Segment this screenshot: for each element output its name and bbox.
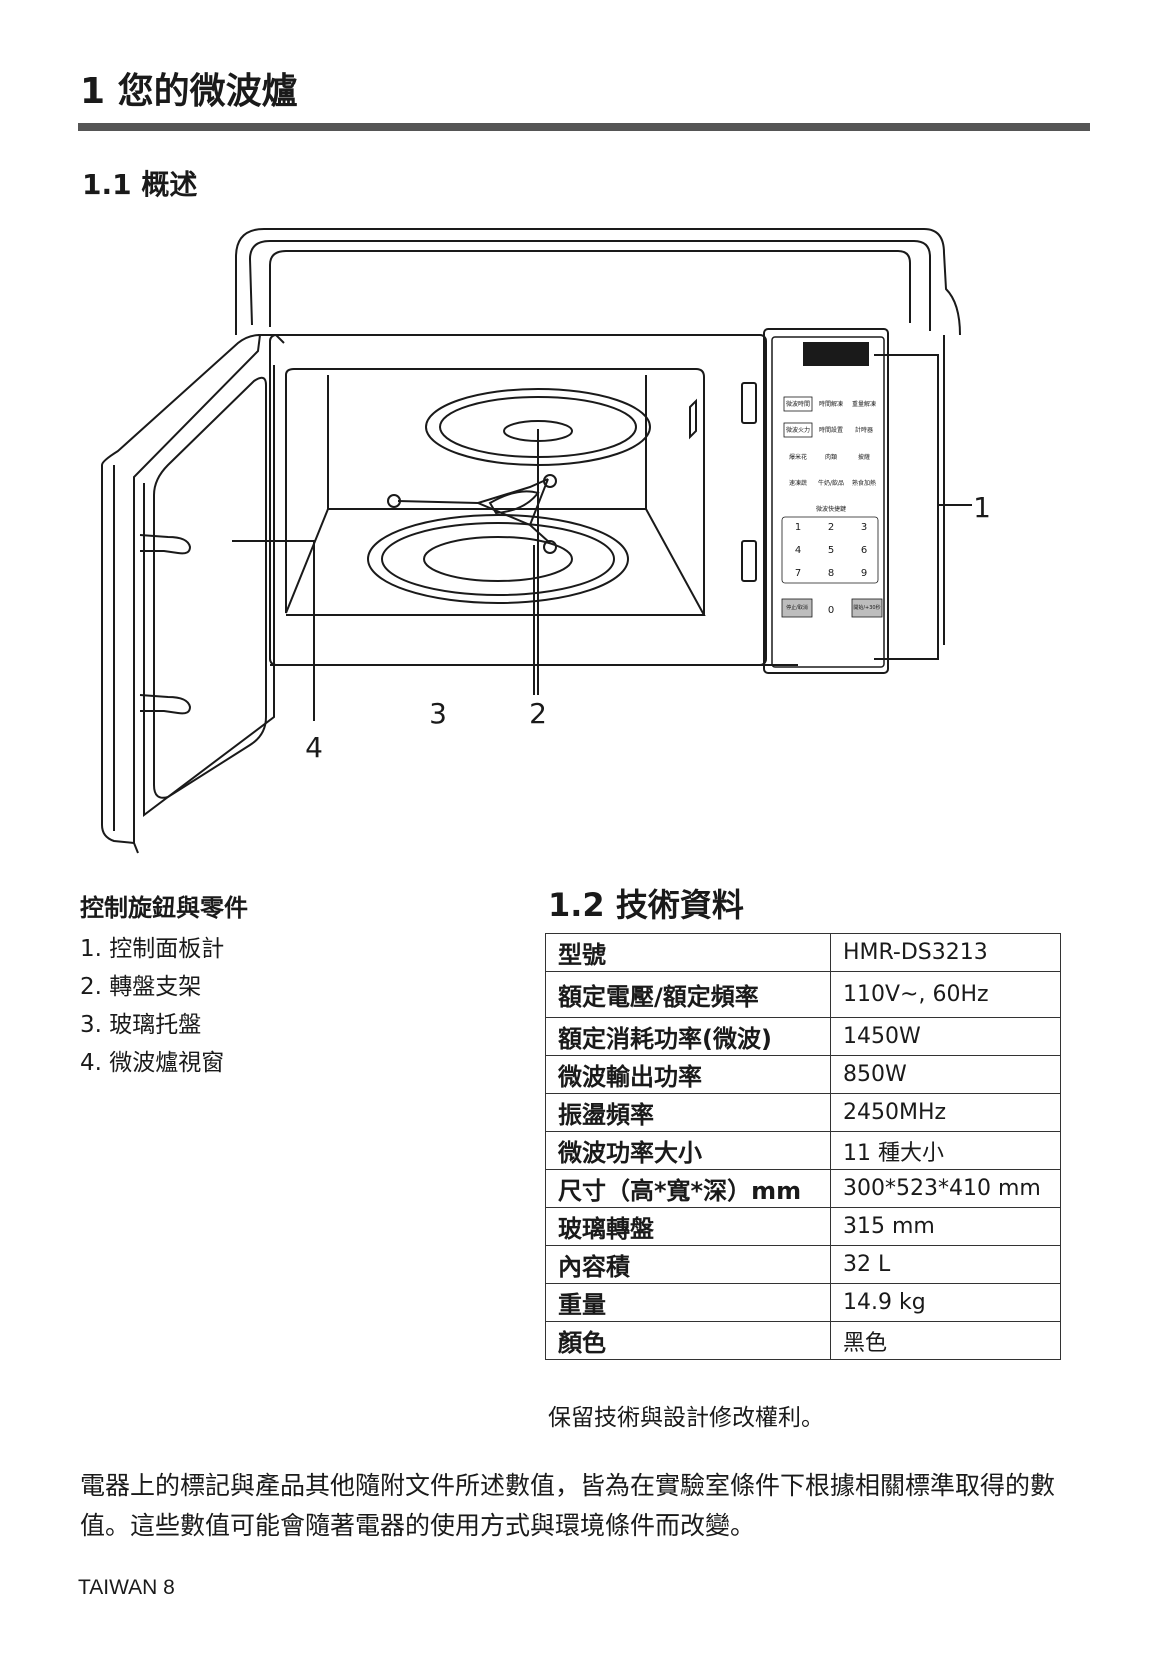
key-6: 6 <box>861 545 867 556</box>
table-row: 顏色黑色 <box>545 1321 1061 1360</box>
key-9: 9 <box>861 568 867 579</box>
cavity-back-wall <box>285 368 705 615</box>
panel-label-beverage: 牛奶/飲品 <box>818 479 844 487</box>
disclaimer: 電器上的標記與產品其他隨附文件所述數值，皆為在實驗室條件下根據相關標準取得的數值… <box>80 1471 1056 1540</box>
control-panel: 微波時間 時間解凍 重量解凍 微波火力 時間設置 計時器 爆米花 肉類 披薩 速… <box>763 328 889 674</box>
leader-1 <box>874 354 972 660</box>
microwave-diagram: 微波時間 時間解凍 重量解凍 微波火力 時間設置 計時器 爆米花 肉類 披薩 速… <box>101 228 991 854</box>
panel-label-pizza: 披薩 <box>858 453 870 461</box>
panel-label-timer: 計時器 <box>855 426 873 434</box>
panel-label-time-defrost: 時間解凍 <box>819 400 843 408</box>
start-key <box>851 598 883 618</box>
spec-value: 11 種大小 <box>830 1131 1061 1170</box>
parts-list: 1. 控制面板計 2. 轉盤支架 3. 玻璃托盤 4. 微波爐視窗 <box>80 930 224 1082</box>
panel-label-vegetable: 速凍蔬 <box>789 479 807 487</box>
microwave-door <box>101 333 285 854</box>
spec-value: 110V~, 60Hz <box>830 971 1061 1018</box>
callout-4: 4 <box>305 731 323 764</box>
spec-value: HMR-DS3213 <box>830 933 1061 972</box>
spec-key: 重量 <box>545 1283 831 1322</box>
spec-key: 額定電壓/額定頻率 <box>545 971 831 1018</box>
spec-value: 850W <box>830 1055 1061 1094</box>
parts-heading: 控制旋鈕與零件 <box>80 894 248 922</box>
panel-label-microwave-time: 微波時間 <box>786 400 810 408</box>
chapter-rule <box>78 123 1090 131</box>
spec-value: 黑色 <box>830 1321 1061 1360</box>
spec-value: 2450MHz <box>830 1093 1061 1132</box>
spec-value: 300*523*410 mm <box>830 1169 1061 1208</box>
panel-label-express: 微波快捷鍵 <box>816 505 846 513</box>
callout-1: 1 <box>973 491 991 524</box>
microwave-top-panel <box>248 240 931 331</box>
list-item: 3. 玻璃托盤 <box>80 1012 202 1038</box>
spec-key: 微波功率大小 <box>545 1131 831 1170</box>
section-overview-title: 1.1 概述 <box>82 168 198 201</box>
stop-cancel-key <box>781 598 813 618</box>
callout-2: 2 <box>529 697 547 730</box>
display-screen <box>803 342 869 366</box>
key-0: 0 <box>828 605 834 616</box>
spec-key: 玻璃轉盤 <box>545 1207 831 1246</box>
key-5: 5 <box>828 545 834 556</box>
turntable-support <box>387 474 557 554</box>
key-8: 8 <box>828 568 834 579</box>
key-1: 1 <box>795 522 801 533</box>
key-4: 4 <box>795 545 801 556</box>
key-7: 7 <box>795 568 801 579</box>
panel-label-clock: 時間設置 <box>819 426 843 434</box>
panel-label-reheat: 熟食加熱 <box>852 479 876 487</box>
key-2: 2 <box>828 522 834 533</box>
spec-key: 顏色 <box>545 1321 831 1360</box>
turntable-ring <box>367 514 629 604</box>
spec-key: 內容積 <box>545 1245 831 1284</box>
spec-key: 振盪頻率 <box>545 1093 831 1132</box>
leader-4 <box>232 540 315 721</box>
spec-note: 保留技術與設計修改權利。 <box>548 1405 824 1431</box>
microwave-body-outline <box>235 228 961 336</box>
key-3: 3 <box>861 522 867 533</box>
spec-value: 1450W <box>830 1017 1061 1056</box>
spec-key: 微波輸出功率 <box>545 1055 831 1094</box>
table-row: 額定消耗功率(微波)1450W <box>545 1017 1061 1056</box>
spec-key: 尺寸（高*寬*深）mm <box>545 1169 831 1208</box>
door-window <box>153 376 267 799</box>
page-footer: TAIWAN 8 <box>78 1576 175 1599</box>
panel-label-power: 微波火力 <box>786 426 810 434</box>
callout-3: 3 <box>429 697 447 730</box>
chapter-title: 1 您的微波爐 <box>80 71 298 112</box>
spec-value: 32 L <box>830 1245 1061 1284</box>
panel-label-meat: 肉類 <box>825 453 837 461</box>
panel-label-stop: 停止/取消 <box>786 604 808 611</box>
spec-value: 14.9 kg <box>830 1283 1061 1322</box>
spec-value: 315 mm <box>830 1207 1061 1246</box>
list-item: 2. 轉盤支架 <box>80 974 202 1000</box>
panel-label-weight-defrost: 重量解凍 <box>852 400 876 408</box>
panel-label-start: 開始/+30秒 <box>853 604 880 611</box>
list-item: 4. 微波爐視窗 <box>80 1050 225 1076</box>
cavity-floor <box>285 375 706 616</box>
list-item: 1. 控制面板計 <box>80 936 225 962</box>
spec-key: 型號 <box>545 933 831 972</box>
spec-key: 額定消耗功率(微波) <box>545 1017 831 1056</box>
panel-label-popcorn: 爆米花 <box>789 453 807 461</box>
section-spec-title: 1.2 技術資料 <box>548 886 744 924</box>
